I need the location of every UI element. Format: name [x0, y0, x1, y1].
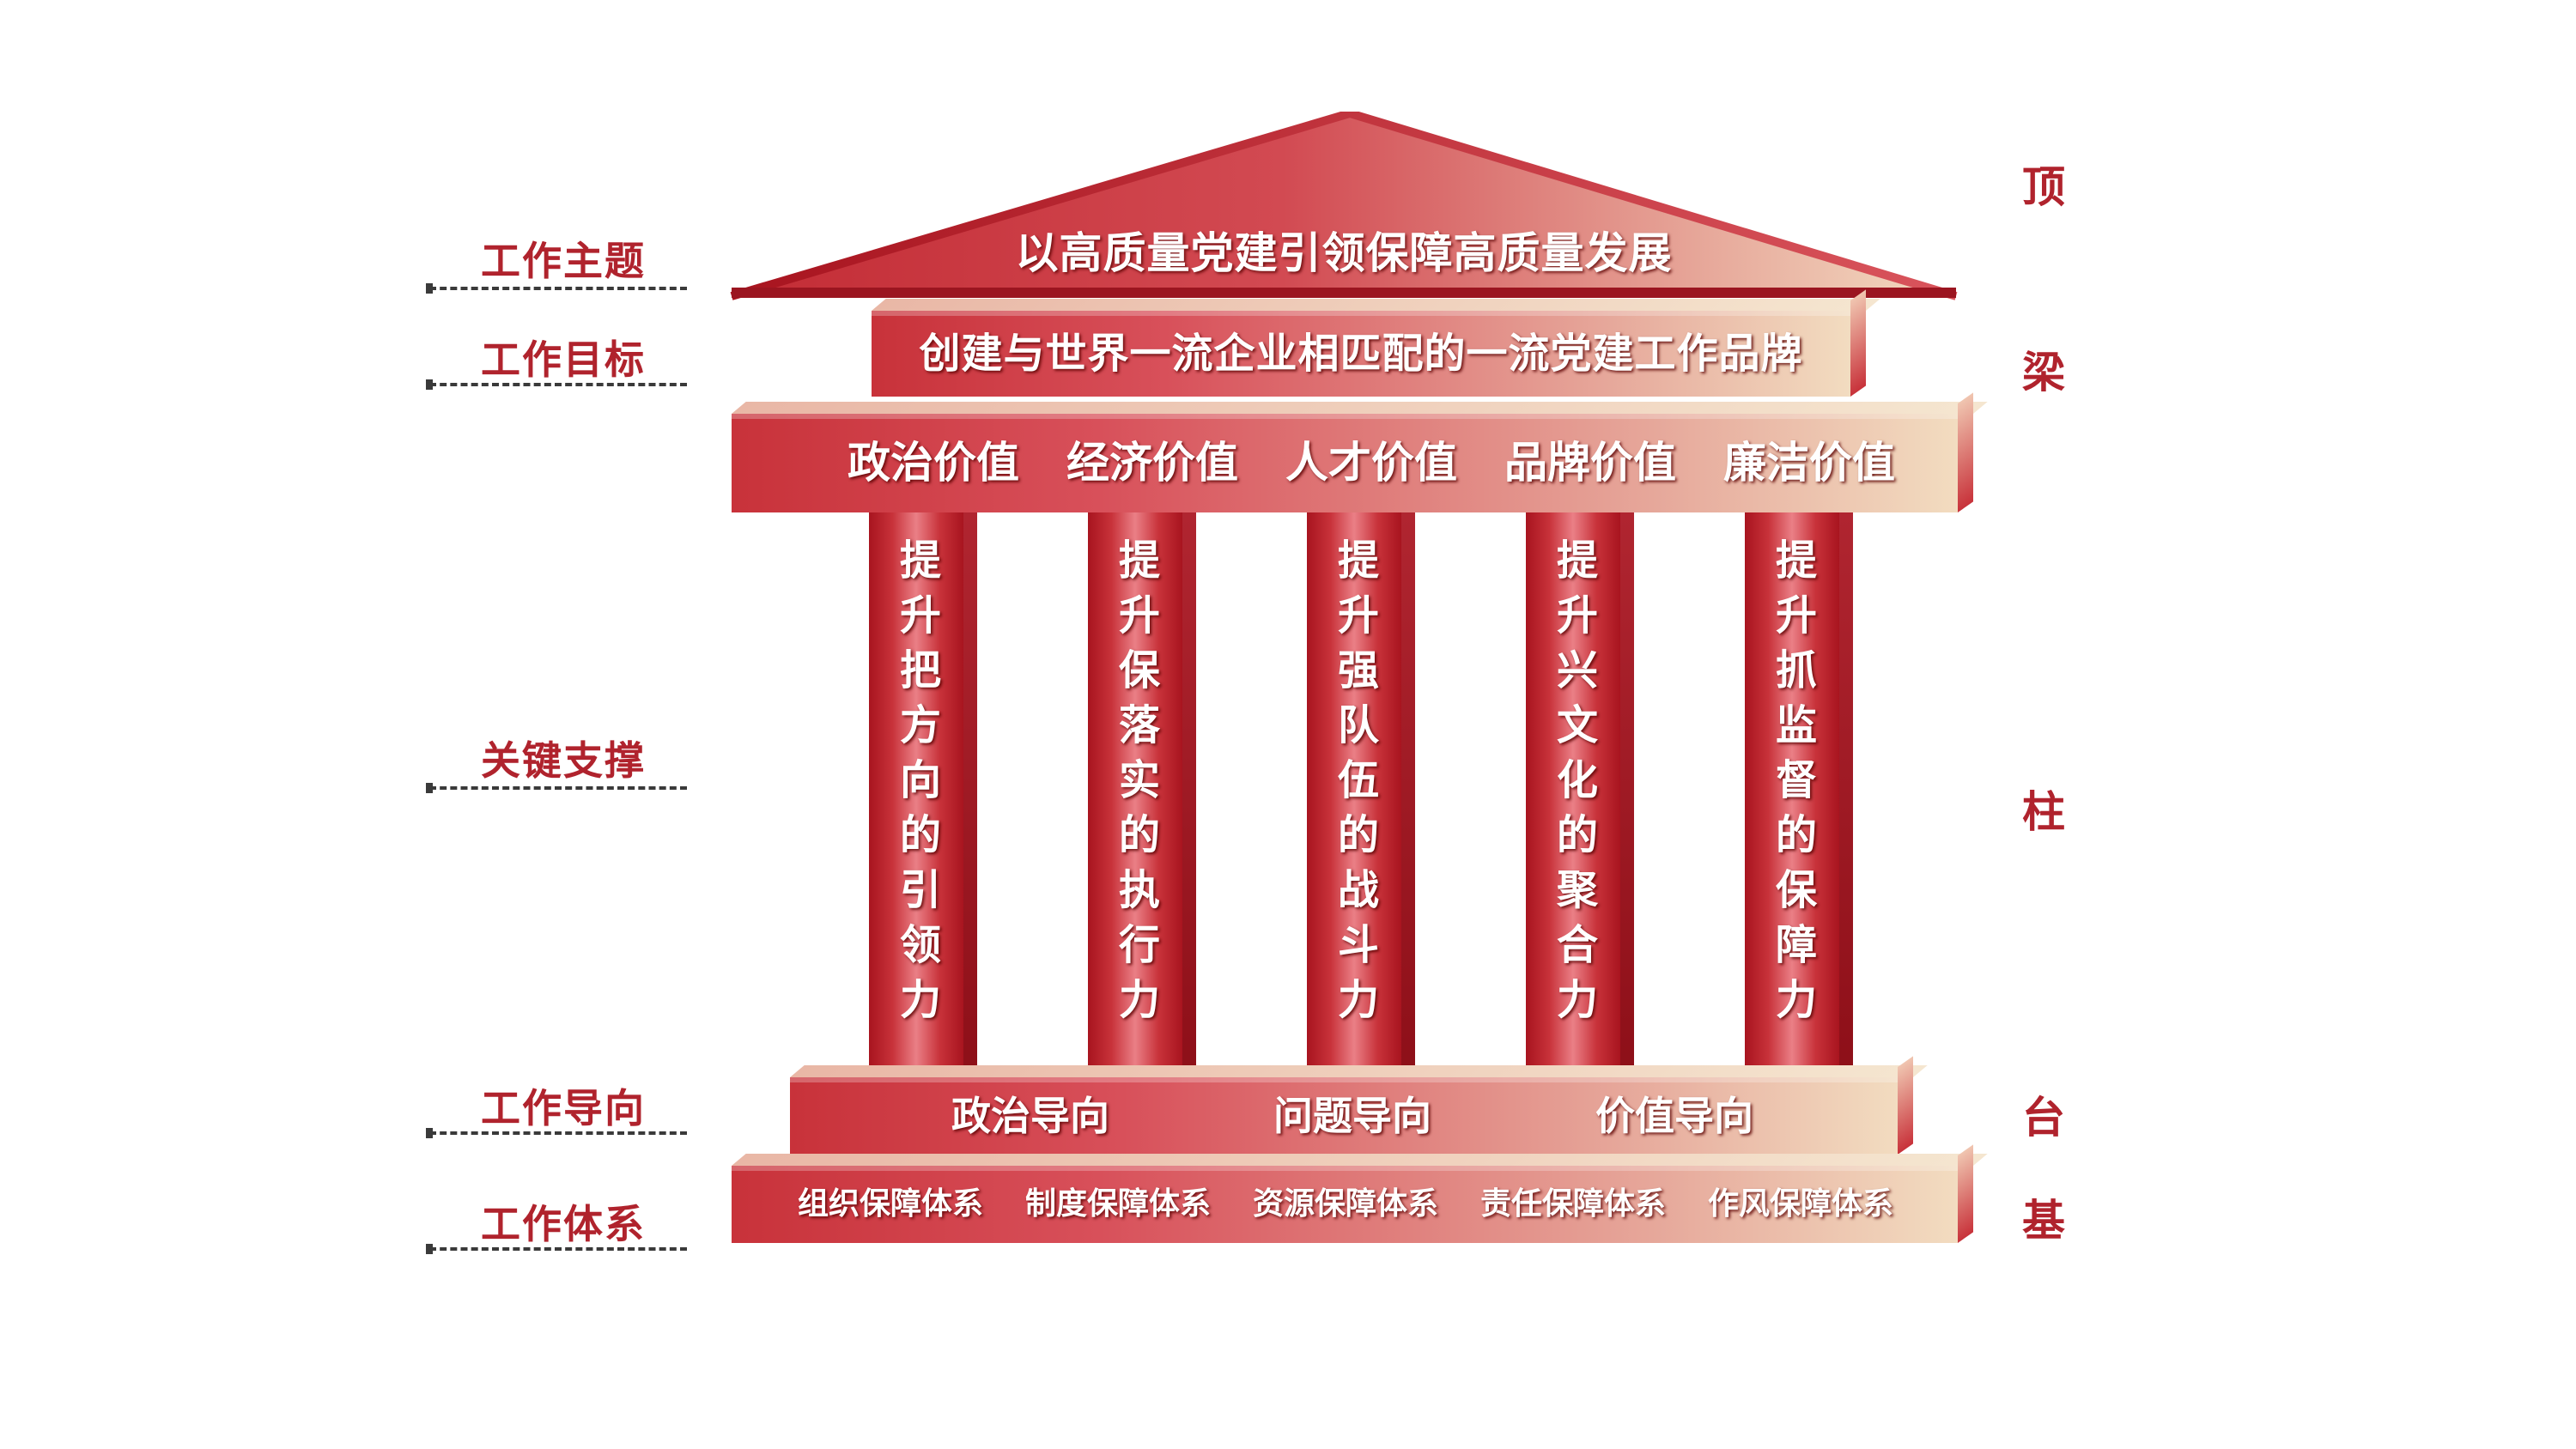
roof-theme-text: 以高质量党建引领保障高质量发展 [1015, 228, 1673, 278]
pillar: 提升强队伍的战斗力 [1307, 512, 1415, 1077]
system-item: 制度保障体系 [1024, 1186, 1211, 1222]
values-beam: 政治价值 经济价值 人才价值 品牌价值 廉洁价值 [732, 414, 1958, 512]
system-item: 作风保障体系 [1707, 1186, 1893, 1222]
system-item: 资源保障体系 [1252, 1186, 1438, 1222]
roof-pediment [730, 112, 1958, 300]
system-item: 责任保障体系 [1479, 1186, 1666, 1222]
pillar-text: 提升强队伍的战斗力 [1330, 538, 1378, 1033]
label-key-support: 关键支撑 [481, 737, 646, 784]
value-item: 人才价值 [1285, 438, 1457, 488]
right-label-platform: 台 [2022, 1093, 2065, 1143]
pillar-text: 提升保落实的执行力 [1111, 538, 1159, 1033]
dashed-line-support [426, 783, 687, 793]
goal-beam-text: 创建与世界一流企业相匹配的一流党建工作品牌 [919, 330, 1803, 378]
label-work-theme: 工作主题 [481, 238, 646, 284]
value-item: 经济价值 [1066, 438, 1238, 488]
pillar: 提升抓监督的保障力 [1745, 512, 1853, 1077]
system-item: 组织保障体系 [797, 1186, 983, 1222]
right-label-pillar: 柱 [2022, 787, 2065, 837]
goal-beam: 创建与世界一流企业相匹配的一流党建工作品牌 [872, 311, 1850, 397]
pillar: 提升把方向的引领力 [869, 512, 977, 1077]
orientation-item: 政治导向 [951, 1093, 1109, 1139]
pillar: 提升保落实的执行力 [1088, 512, 1196, 1077]
label-work-goal: 工作目标 [481, 336, 646, 383]
label-work-orientation: 工作导向 [481, 1085, 646, 1131]
orientation-item: 价值导向 [1595, 1093, 1753, 1139]
dashed-line-orientation [426, 1128, 687, 1138]
label-work-system: 工作体系 [481, 1201, 646, 1247]
dashed-line-system [426, 1244, 687, 1254]
right-label-top: 顶 [2022, 162, 2065, 212]
dashed-line-theme [426, 283, 687, 294]
orientation-item: 问题导向 [1273, 1093, 1431, 1139]
dashed-line-goal [426, 379, 687, 390]
pillar: 提升兴文化的聚合力 [1526, 512, 1634, 1077]
pillar-text: 提升抓监督的保障力 [1768, 538, 1816, 1033]
right-label-base: 基 [2022, 1196, 2065, 1246]
pillar-text: 提升把方向的引领力 [892, 538, 940, 1033]
value-item: 品牌价值 [1504, 438, 1676, 488]
system-beam: 组织保障体系 制度保障体系 资源保障体系 责任保障体系 作风保障体系 [732, 1166, 1958, 1243]
right-label-beam: 梁 [2022, 348, 2065, 397]
value-item: 廉洁价值 [1723, 438, 1895, 488]
value-item: 政治价值 [848, 438, 1019, 488]
pillar-text: 提升兴文化的聚合力 [1549, 538, 1597, 1033]
orientation-beam: 政治导向 问题导向 价值导向 [790, 1077, 1898, 1155]
